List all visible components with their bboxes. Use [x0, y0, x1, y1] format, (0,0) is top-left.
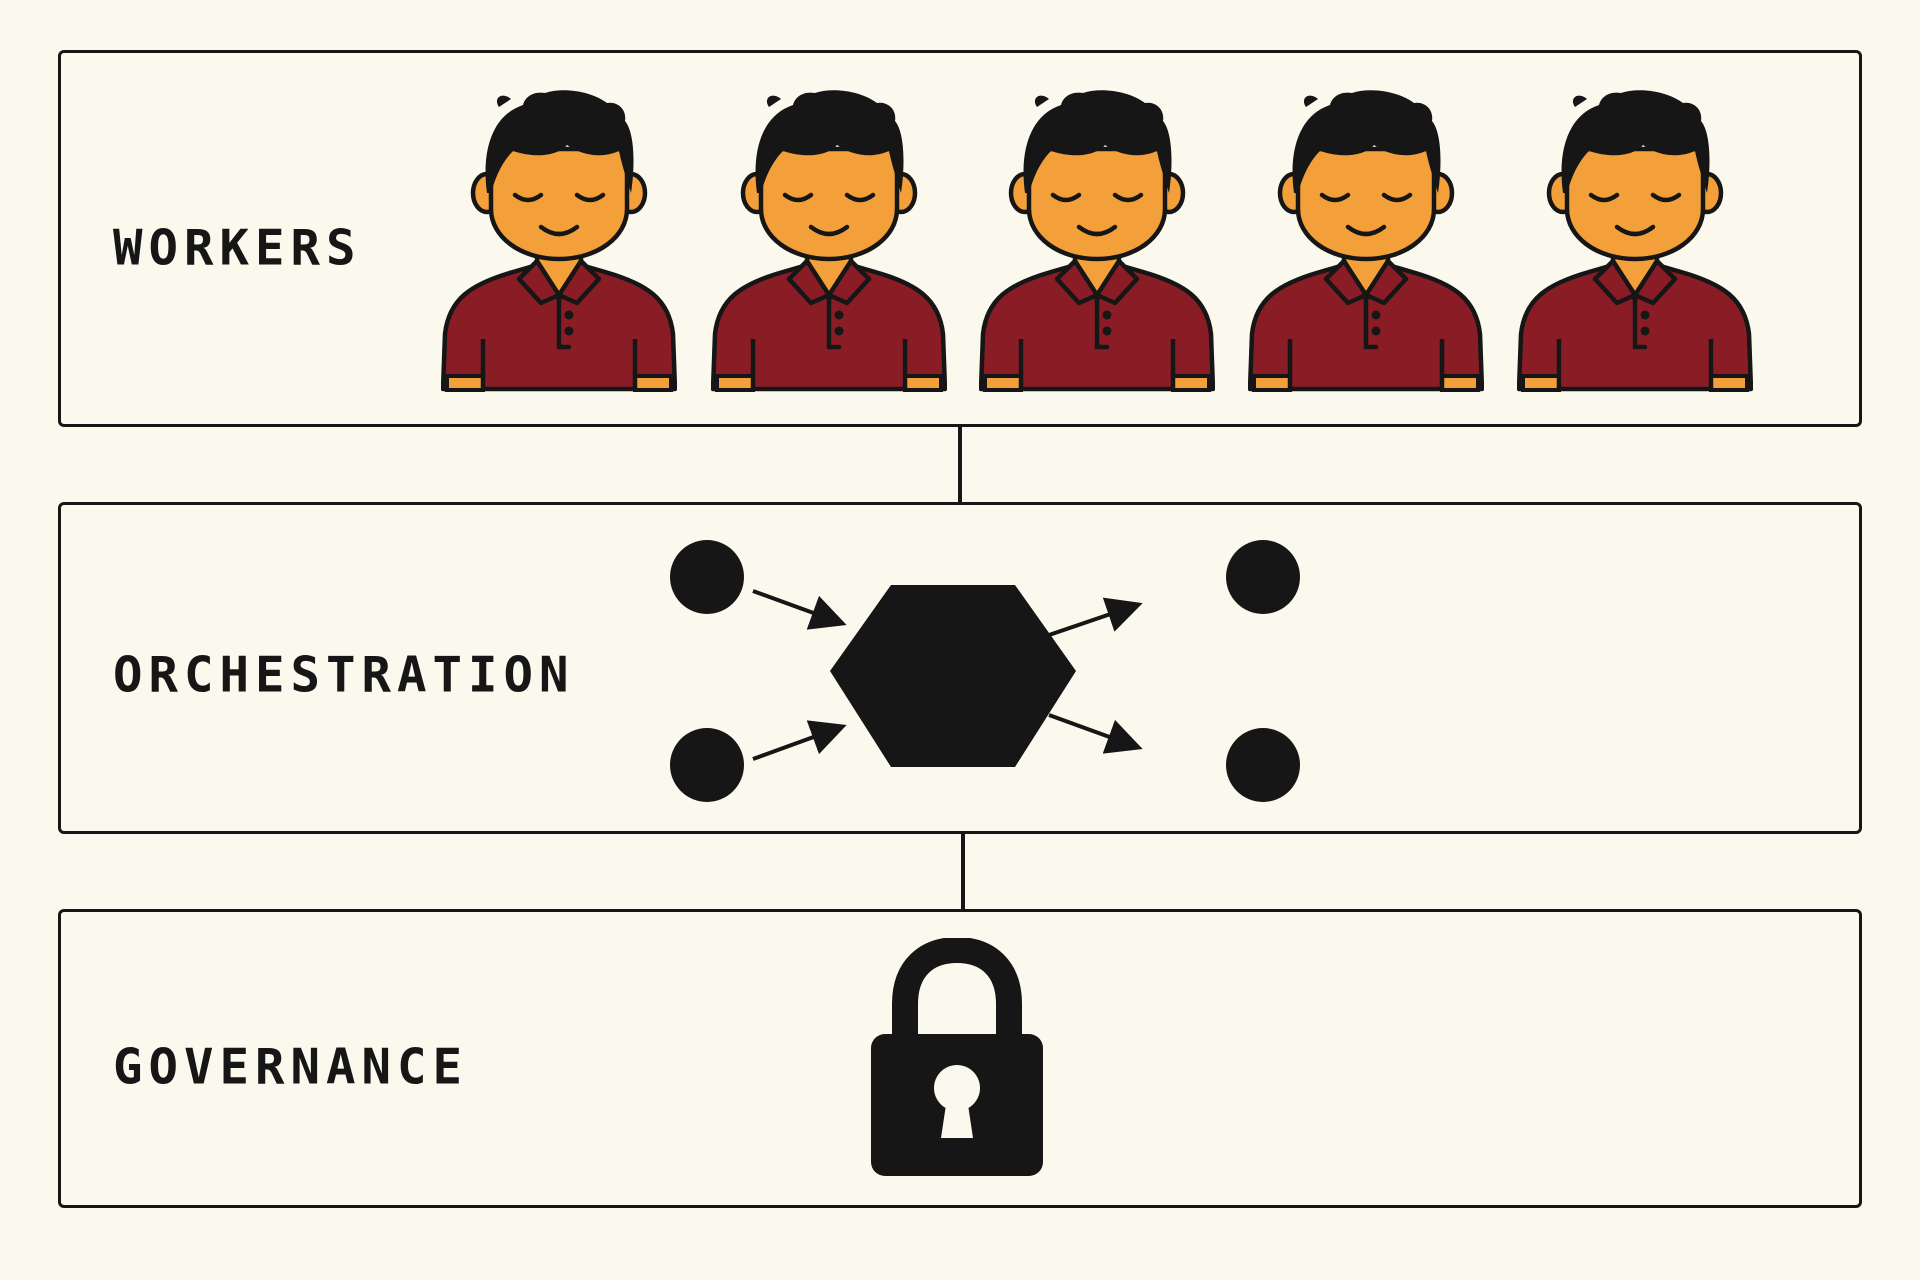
layer-label-governance: GOVERNANCE [113, 1038, 469, 1096]
padlock-icon [871, 938, 1043, 1176]
output-node-top-icon [1226, 540, 1300, 614]
orchestration-graphic [670, 540, 1300, 802]
worker-avatar-icon [711, 89, 947, 394]
layer-workers: WORKERS [58, 50, 1862, 427]
layer-label-workers: WORKERS [113, 219, 362, 277]
layer-label-orchestration: ORCHESTRATION [113, 646, 575, 704]
arrow-in-top [752, 589, 847, 630]
layer-orchestration: ORCHESTRATION [58, 502, 1862, 834]
connector-orchestration-governance [961, 834, 965, 909]
worker-avatar-icon [1517, 89, 1753, 394]
arrow-out-top [1048, 597, 1143, 637]
worker-avatar-icon [979, 89, 1215, 394]
hexagon-hub-icon [830, 585, 1076, 767]
arrow-in-bottom [752, 720, 847, 761]
arrow-out-bottom [1048, 713, 1143, 754]
input-node-top-icon [670, 540, 744, 614]
connector-workers-orchestration [958, 427, 962, 502]
output-node-bottom-icon [1226, 728, 1300, 802]
worker-avatar-icon [1248, 89, 1484, 394]
worker-avatar-icon [441, 89, 677, 394]
input-node-bottom-icon [670, 728, 744, 802]
layer-governance: GOVERNANCE [58, 909, 1862, 1208]
